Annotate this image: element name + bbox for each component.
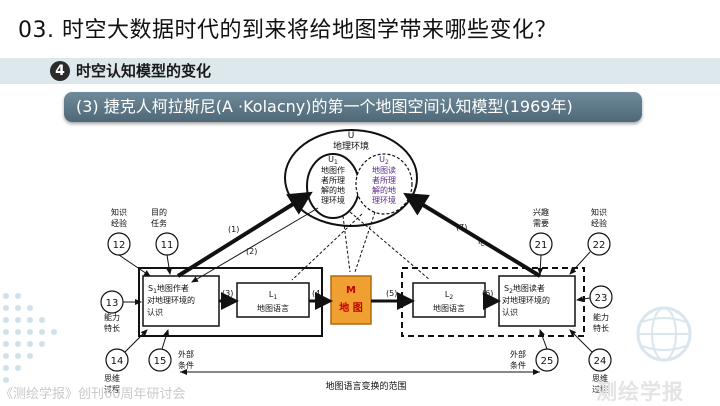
svg-text:11: 11: [161, 240, 174, 251]
dash-u1-l2: [349, 211, 431, 281]
u2-ellipse: [355, 153, 413, 215]
env-label: 地理环境: [333, 140, 369, 152]
svg-text:15: 15: [154, 356, 167, 367]
source-caption: 《测绘学报》创刊60周年研讨会: [0, 387, 186, 402]
circle-21: 21 兴趣 需要: [529, 207, 553, 256]
arrow-1: [176, 191, 313, 278]
svg-text:25: 25: [541, 356, 554, 367]
m-text: 地 图: [339, 301, 362, 314]
u1-line-1: 地图作: [321, 165, 345, 175]
globe-logo-icon: [636, 306, 692, 362]
watermark-text: 测绘学报: [596, 380, 684, 404]
svg-text:思维: 思维: [104, 373, 120, 383]
svg-text:条件: 条件: [178, 360, 194, 370]
u2-line-1: 地图读: [372, 165, 396, 175]
circle-25: 25 外部 条件: [510, 348, 559, 372]
s1-head: S1地图作者: [148, 283, 189, 295]
u1-line-4: 理环境: [321, 195, 345, 205]
circle-12: 12 知识 经验: [107, 207, 131, 256]
range-label: 地图语言变换的范围: [325, 380, 406, 392]
arrow-2: [191, 207, 319, 283]
l2-text: 地图语言: [433, 303, 465, 313]
m-box: [330, 275, 372, 325]
label-6: (6): [482, 289, 493, 298]
circle-13: 13 能力 特长: [100, 290, 124, 333]
svg-text:经验: 经验: [591, 218, 607, 228]
dash-u2-l1: [291, 213, 363, 281]
s1-line-1: 对地理环境的: [147, 295, 195, 305]
label-7: (7): [456, 223, 467, 232]
circle-15: 15 外部 条件: [148, 348, 194, 372]
label-3: (3): [222, 289, 233, 298]
svg-text:能力: 能力: [104, 312, 120, 322]
circle-11: 11 目的 任务: [151, 207, 179, 256]
svg-text:知识: 知识: [591, 207, 607, 217]
svg-text:目的: 目的: [151, 207, 167, 217]
l1-label: L1: [269, 290, 277, 301]
label-ic: IC: [478, 237, 485, 248]
subtitle-banner: (3) 捷克人柯拉斯尼(A ·Kolacny)的第一个地图空间认知模型(1969…: [64, 92, 642, 122]
u1-line-2: 者所理: [321, 175, 345, 185]
svg-text:思维: 思维: [592, 373, 608, 383]
svg-text:经验: 经验: [111, 218, 127, 228]
section-number-badge: 4: [50, 61, 70, 81]
svg-text:24: 24: [594, 356, 607, 367]
slide-title: 03. 时空大数据时代的到来将给地图学带来哪些变化？: [18, 18, 557, 43]
u1-label: U1: [328, 155, 338, 166]
l1-text: 地图语言: [257, 303, 289, 313]
svg-text:条件: 条件: [510, 360, 526, 370]
dash-u1-m: [342, 215, 351, 273]
svg-text:任务: 任务: [151, 218, 167, 228]
label-5: (5): [386, 289, 397, 298]
s2-line-1: 对地理环境的: [502, 295, 550, 305]
l1-box: [236, 282, 310, 318]
l2-box: [412, 282, 486, 318]
section-title: 时空认知模型的变化: [76, 62, 212, 80]
circle-23: 23 能力 特长: [589, 285, 613, 333]
svg-text:过程: 过程: [592, 384, 608, 394]
s1-line-2: 认识: [147, 307, 163, 317]
svg-text:23: 23: [595, 293, 608, 304]
u1-line-3: 解的地: [321, 185, 345, 195]
label-1: (1): [228, 225, 239, 234]
arrow-7: [403, 192, 542, 278]
svg-text:外部: 外部: [178, 349, 194, 359]
decorative-dot-pattern: [3, 293, 57, 383]
u2-line-4: 理环境: [372, 195, 396, 205]
u2-line-3: 解的地: [372, 185, 396, 195]
circle-14: 14 思维 过程: [104, 348, 129, 394]
svg-text:21: 21: [535, 240, 548, 251]
svg-text:特长: 特长: [593, 323, 609, 333]
svg-text:兴趣: 兴趣: [533, 207, 549, 217]
dash-u2-m: [354, 211, 376, 273]
s2-head: S2地图读者: [504, 283, 545, 295]
svg-text:能力: 能力: [593, 312, 609, 322]
svg-text:22: 22: [593, 240, 606, 251]
u2-label: U2: [379, 155, 389, 166]
svg-text:过程: 过程: [104, 384, 120, 394]
u-label: U: [348, 131, 355, 141]
svg-text:13: 13: [106, 298, 119, 309]
circle-24: 24 思维 过程: [588, 348, 612, 394]
svg-text:特长: 特长: [104, 323, 120, 333]
s2-line-2: 认识: [502, 307, 518, 317]
svg-text:14: 14: [111, 356, 124, 367]
label-2: (2): [246, 247, 257, 256]
svg-text:需要: 需要: [533, 219, 549, 228]
section-band: [0, 58, 720, 84]
l2-label: L2: [445, 290, 453, 301]
circle-22: 22 知识 经验: [587, 207, 611, 256]
svg-text:12: 12: [113, 240, 126, 251]
label-4: (4): [312, 289, 323, 298]
m-label: M: [346, 285, 356, 296]
u2-line-2: 者所理: [372, 175, 396, 185]
svg-text:外部: 外部: [510, 349, 526, 359]
svg-text:知识: 知识: [111, 207, 127, 217]
